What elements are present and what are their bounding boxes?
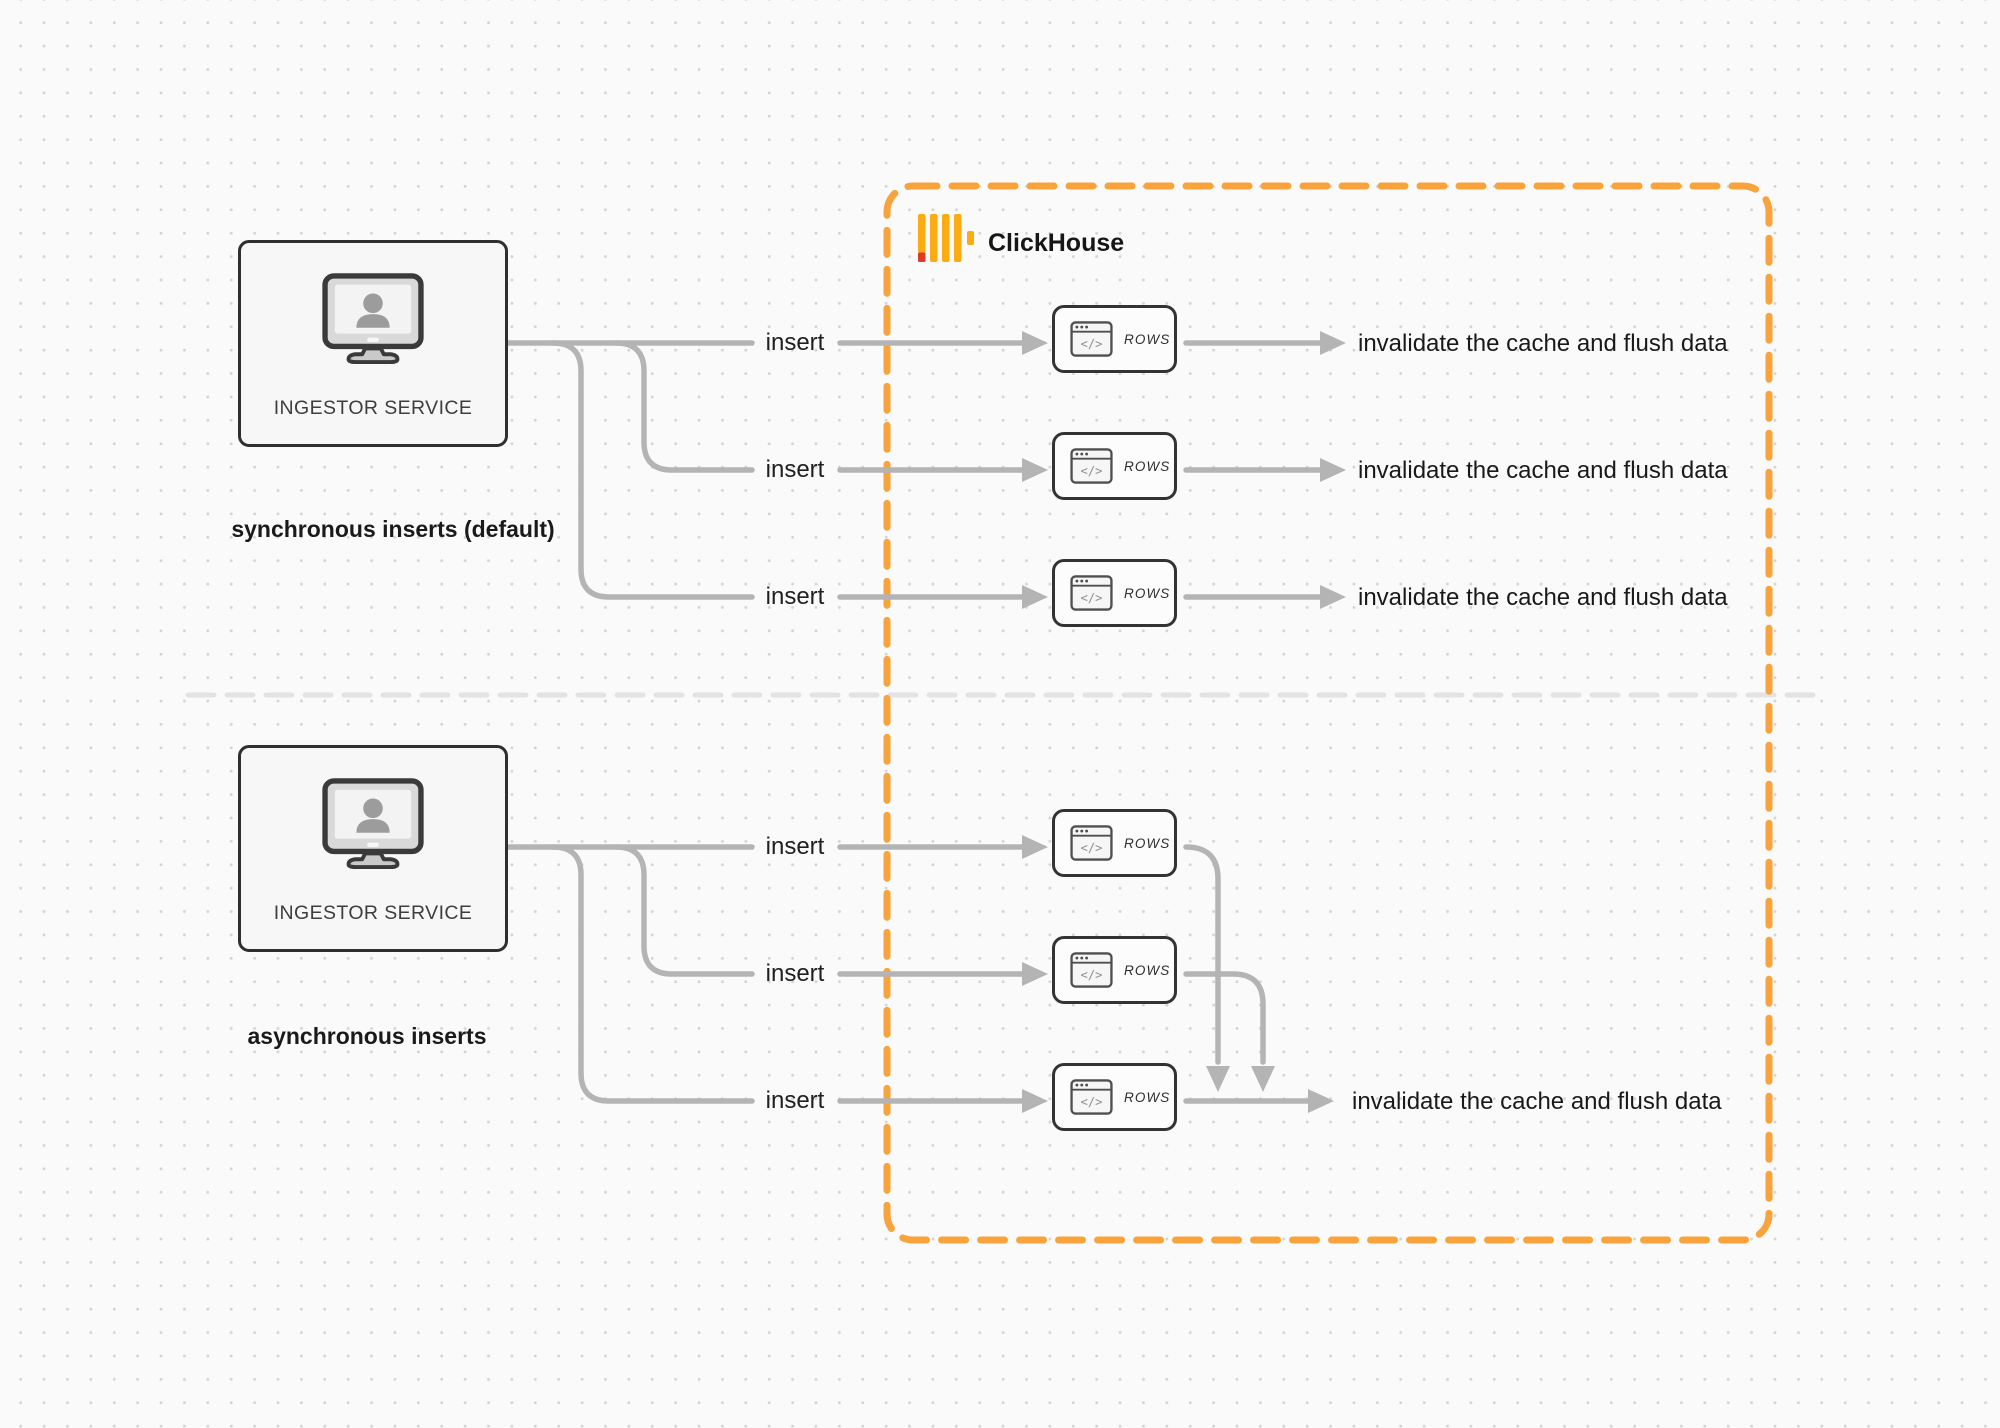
connector-async-branch-row3 xyxy=(550,844,755,1104)
rows-card-label: ROWS xyxy=(1124,458,1171,474)
rows-card: </> ROWS xyxy=(1052,809,1183,882)
insert-label: insert xyxy=(765,1087,825,1114)
insert-label: insert xyxy=(765,960,825,987)
clickhouse-boundary-box xyxy=(883,182,1773,1244)
clickhouse-logo xyxy=(918,214,975,268)
workstation-user-icon xyxy=(322,273,424,365)
arrowhead-right xyxy=(1308,1089,1334,1113)
arrowhead-down xyxy=(1251,1066,1275,1092)
insert-label: insert xyxy=(765,329,825,356)
arrowhead-right xyxy=(1022,585,1048,609)
arrowhead-right xyxy=(1022,962,1048,986)
arrowhead-right xyxy=(1022,835,1048,859)
arrowhead-down xyxy=(1206,1066,1230,1092)
caption-asynchronous: asynchronous inserts xyxy=(247,1023,487,1049)
rows-card-label: ROWS xyxy=(1124,835,1171,851)
arrowhead-right xyxy=(1022,1089,1048,1113)
result-label: invalidate the cache and flush data xyxy=(1352,1088,1722,1115)
insert-label: insert xyxy=(765,456,825,483)
rows-card-label: ROWS xyxy=(1124,962,1171,978)
rows-card: </> ROWS xyxy=(1052,305,1183,378)
workstation-user-icon xyxy=(322,778,424,870)
connector-async-merge-row1 xyxy=(1183,844,1221,1065)
code-glyph: </> xyxy=(1081,337,1103,351)
ingestor-service-async: INGESTOR SERVICE xyxy=(238,745,508,952)
result-label: invalidate the cache and flush data xyxy=(1358,330,1728,357)
code-window-icon: </> xyxy=(1070,1079,1113,1115)
rows-card: </> ROWS xyxy=(1052,559,1183,632)
result-label: invalidate the cache and flush data xyxy=(1358,584,1728,611)
code-glyph: </> xyxy=(1081,841,1103,855)
code-window-icon: </> xyxy=(1070,952,1113,988)
clickhouse-label: ClickHouse xyxy=(988,229,1125,257)
connector-sync-branch-row3 xyxy=(550,340,755,600)
code-glyph: </> xyxy=(1081,464,1103,478)
rows-card-label: ROWS xyxy=(1124,1089,1171,1105)
ingestor-service-sync: INGESTOR SERVICE xyxy=(238,240,508,447)
rows-card: </> ROWS xyxy=(1052,432,1183,505)
arrowhead-right xyxy=(1022,331,1048,355)
code-glyph: </> xyxy=(1081,591,1103,605)
ingestor-service-label: INGESTOR SERVICE xyxy=(273,397,473,419)
connector-async-merge-row2 xyxy=(1183,971,1266,1065)
code-glyph: </> xyxy=(1081,968,1103,982)
code-window-icon: </> xyxy=(1070,825,1113,861)
clickhouse-bars-logo xyxy=(918,214,974,262)
arrowheads xyxy=(1022,331,1346,1113)
rows-card: </> ROWS xyxy=(1052,1063,1183,1136)
rows-card: </> ROWS xyxy=(1052,936,1183,1009)
arrowhead-right xyxy=(1320,585,1346,609)
code-window-icon: </> xyxy=(1070,321,1113,357)
connector-sync-branch-row2 xyxy=(613,340,755,473)
result-label: invalidate the cache and flush data xyxy=(1358,457,1728,484)
rows-card-label: ROWS xyxy=(1124,331,1171,347)
arrowhead-right xyxy=(1320,331,1346,355)
insert-label: insert xyxy=(765,583,825,610)
code-glyph: </> xyxy=(1081,1095,1103,1109)
arrowhead-right xyxy=(1320,458,1346,482)
ingestor-service-label: INGESTOR SERVICE xyxy=(273,902,473,924)
caption-synchronous: synchronous inserts (default) xyxy=(231,516,555,542)
code-window-icon: </> xyxy=(1070,448,1113,484)
rows-card-label: ROWS xyxy=(1124,585,1171,601)
arrowhead-right xyxy=(1022,458,1048,482)
connector-async-branch-row2 xyxy=(613,844,755,977)
insert-label: insert xyxy=(765,833,825,860)
code-window-icon: </> xyxy=(1070,575,1113,611)
